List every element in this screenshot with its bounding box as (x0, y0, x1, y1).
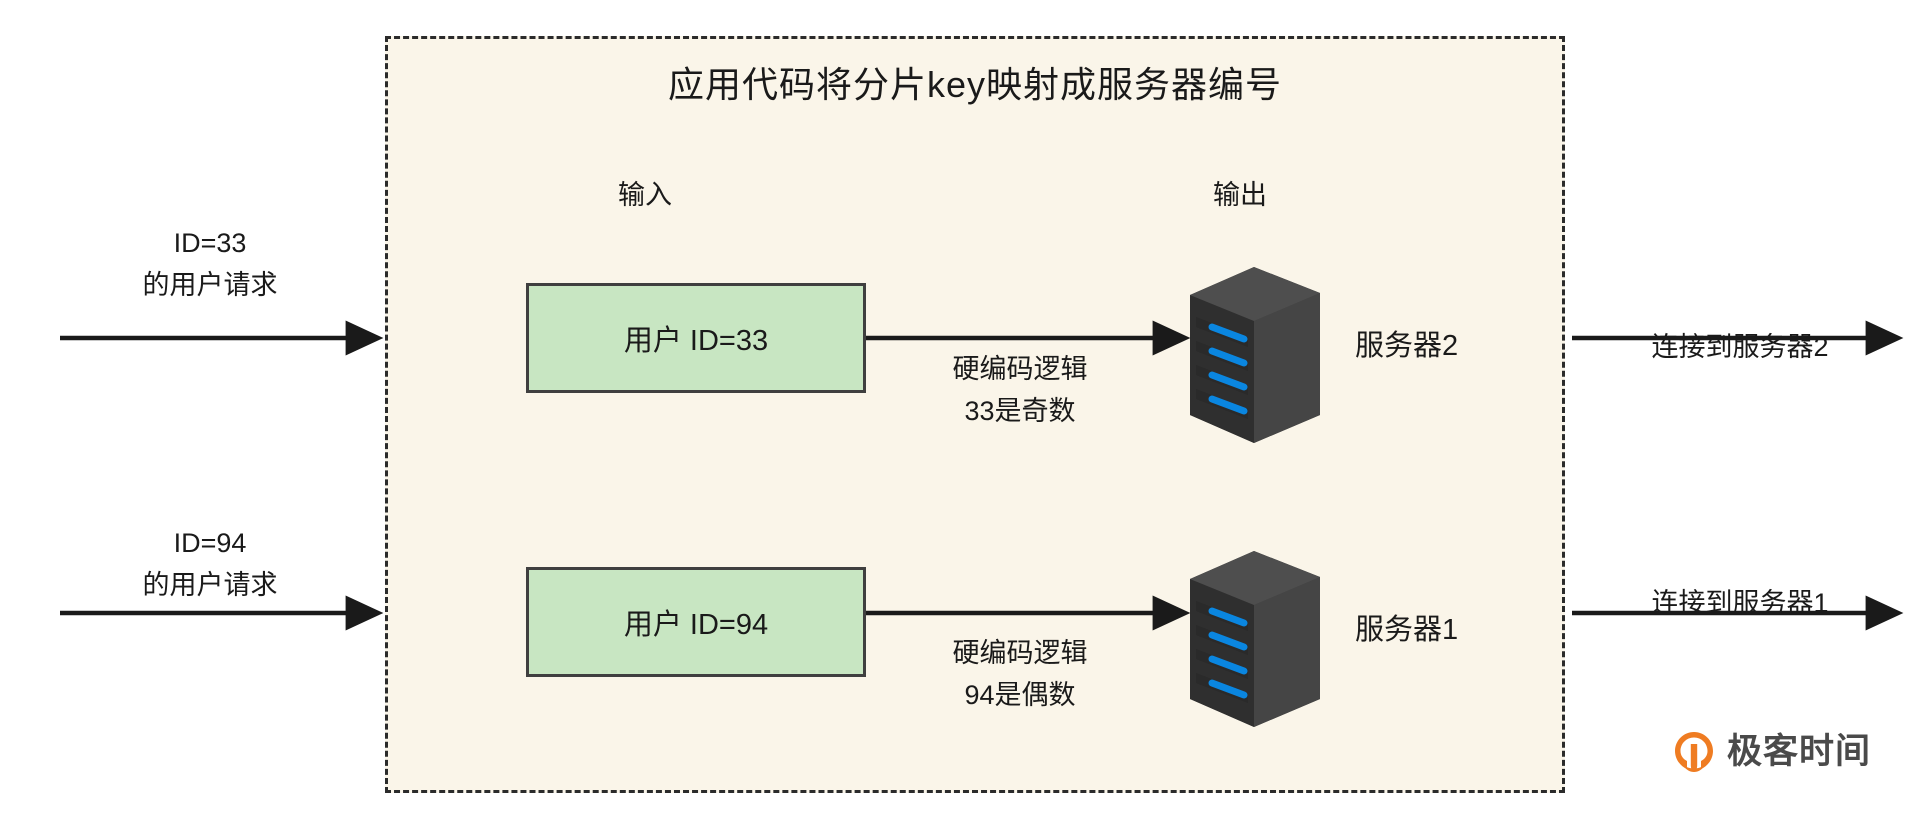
brand-logo-text: 极客时间 (1727, 732, 1872, 771)
server-label-2: 服务器2 (1355, 330, 1459, 362)
mapping-label-1: 硬编码逻辑 33是奇数 (870, 348, 1170, 432)
outgoing-label-2: 连接到服务器1 (1651, 588, 1829, 618)
incoming-request-line1: ID=94 (173, 528, 247, 558)
server-tower-icon (1190, 267, 1320, 443)
server-tower-icon (1190, 551, 1320, 727)
page-title: 应用代码将分片key映射成服务器编号 (667, 64, 1283, 105)
mapping-label-line1: 硬编码逻辑 (952, 354, 1088, 384)
incoming-request-line1: ID=33 (173, 228, 247, 258)
mapping-label-line2: 94是偶数 (964, 680, 1076, 710)
column-label-output: 输出 (1213, 180, 1267, 210)
incoming-request-line2: 的用户请求 (142, 570, 278, 600)
input-box-user-33: 用户 ID=33 (526, 283, 866, 393)
input-box-label: 用户 ID=33 (623, 325, 769, 357)
input-box-label: 用户 ID=94 (623, 609, 769, 641)
geekbang-q-icon (1675, 732, 1713, 772)
mapping-label-line1: 硬编码逻辑 (952, 638, 1088, 668)
brand-logo: 极客时间 (1672, 730, 1871, 774)
incoming-request-label-1: ID=33 的用户请求 (60, 222, 360, 306)
mapping-label-2: 硬编码逻辑 94是偶数 (870, 632, 1170, 716)
server-label-1: 服务器1 (1355, 614, 1459, 646)
column-label-input: 输入 (618, 180, 672, 210)
incoming-request-line2: 的用户请求 (142, 270, 278, 300)
input-box-user-94: 用户 ID=94 (526, 567, 866, 677)
incoming-request-label-2: ID=94 的用户请求 (60, 522, 360, 606)
outgoing-label-1: 连接到服务器2 (1651, 332, 1829, 362)
mapping-label-line2: 33是奇数 (964, 396, 1076, 426)
